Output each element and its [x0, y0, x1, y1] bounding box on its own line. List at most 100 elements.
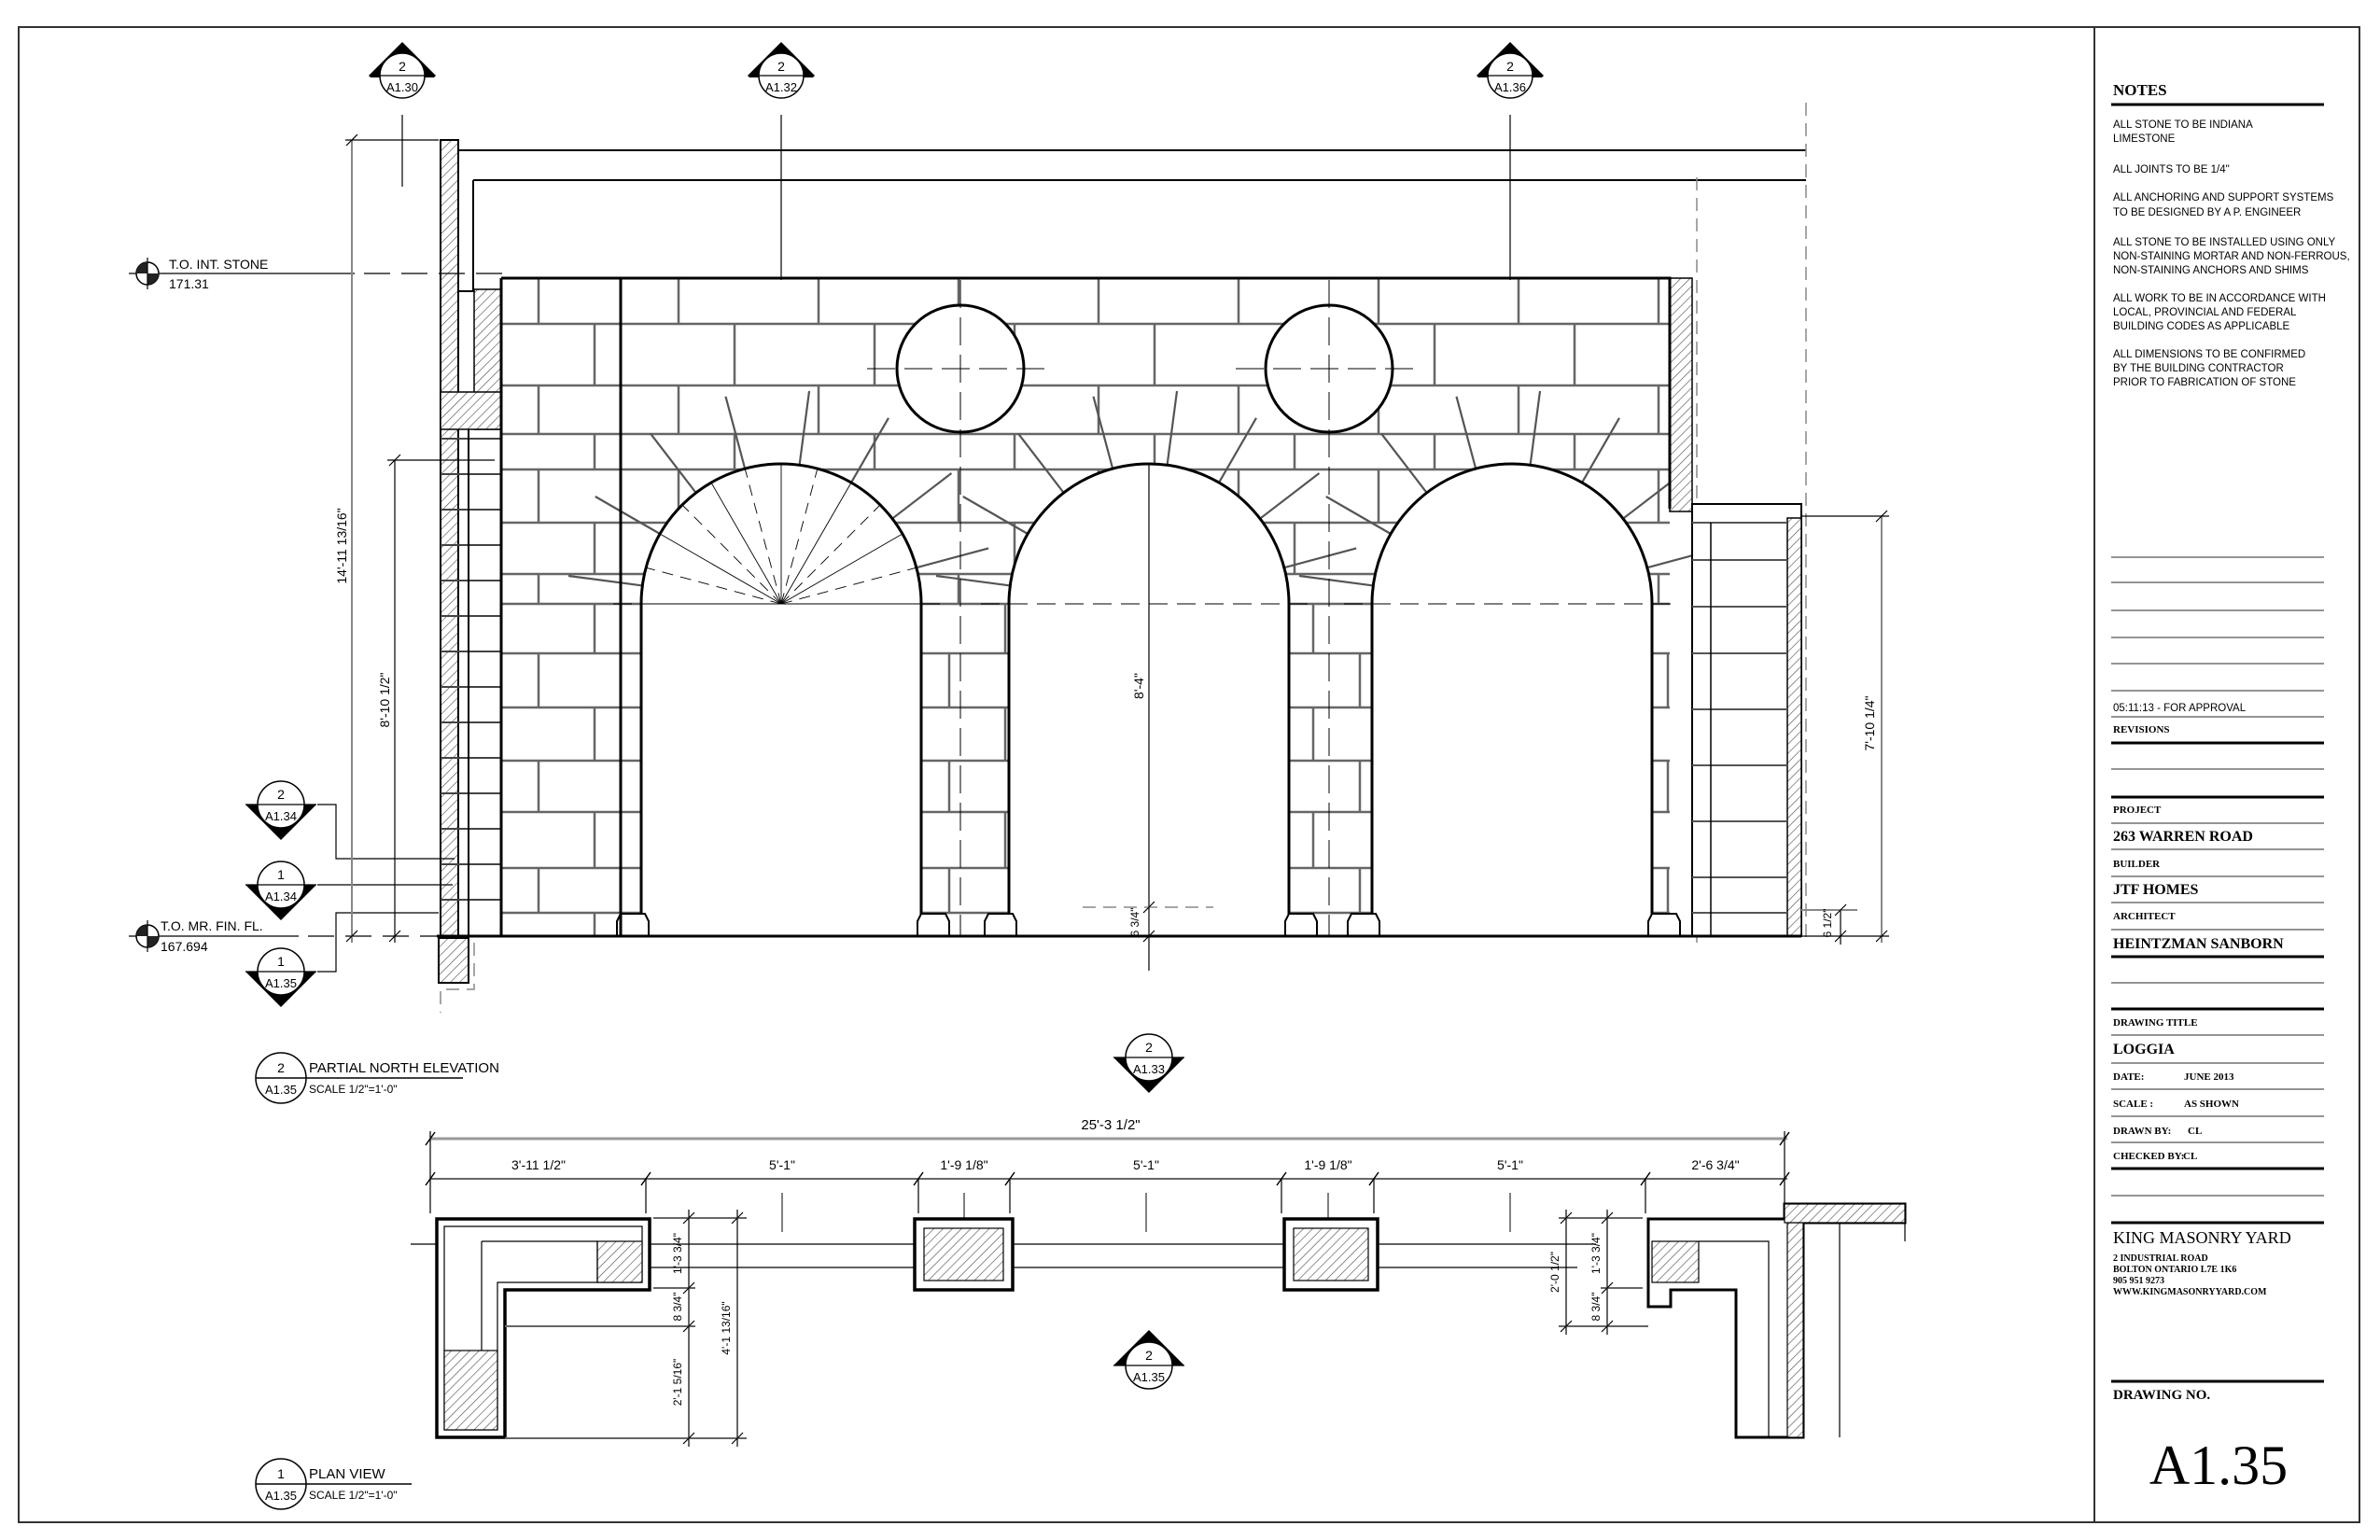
pier-plinth	[1347, 913, 1380, 936]
dimension-tick	[913, 1171, 924, 1186]
view-title: PLAN VIEW	[309, 1466, 386, 1482]
construction-line	[780, 504, 881, 605]
plan-left-corner	[435, 1217, 651, 1439]
marker-sheet: A1.35	[1133, 1370, 1165, 1384]
section-marker[interactable]: 1 A1.35	[245, 947, 316, 1007]
note-line: ALL JOINTS TO BE 1/4"	[2113, 164, 2230, 175]
arch-opening	[639, 462, 923, 938]
voussoir-joint	[1325, 496, 1392, 535]
construction-line	[780, 567, 917, 605]
checked-by-label: CHECKED BY:	[2113, 1151, 2184, 1162]
architect-label: ARCHITECT	[2113, 911, 2176, 922]
voussoir-joint	[891, 472, 953, 520]
dimension-tick	[1276, 1171, 1287, 1186]
section-marker[interactable]: 2 A1.30	[369, 42, 436, 115]
dimension-tick	[1779, 1131, 1790, 1146]
pier-plinth	[616, 913, 650, 936]
view-sheet: A1.35	[265, 1083, 297, 1097]
marker-number: 2	[1145, 1040, 1153, 1055]
voussoir-joint	[962, 496, 1029, 535]
dimension-tick	[425, 1131, 436, 1146]
pier-plinth	[1284, 913, 1318, 936]
note-line: ALL STONE TO BE INDIANA	[2113, 119, 2253, 131]
voussoir-joint	[1455, 396, 1477, 469]
section-marker[interactable]: 2 A1.32	[748, 42, 815, 115]
dimension-segment: 5'-1"	[1497, 1157, 1523, 1172]
drawing-number: A1.35	[2149, 1435, 2288, 1496]
company-city: BOLTON ONTARIO L7E 1K6	[2113, 1265, 2236, 1275]
marker-number: 2	[277, 787, 285, 802]
title-block: NOTES ALL STONE TO BE INDIANA LIMESTONE …	[2111, 81, 2350, 1496]
view-title: PARTIAL NORTH ELEVATION	[309, 1060, 499, 1076]
right-return-courses	[1692, 522, 1787, 936]
section-marker[interactable]: 1 A1.34	[245, 861, 316, 920]
partial-north-elevation: T.O. INT. STONE 171.31 T.O. MR. FIN. FL.…	[129, 42, 1889, 1104]
marker-number: 1	[277, 867, 285, 882]
checked-by-value: CL	[2183, 1151, 2197, 1162]
plan-pier	[1282, 1217, 1379, 1292]
marker-number: 2	[399, 59, 406, 74]
voussoir-joint	[798, 390, 811, 466]
dimension-arch-spring: 8'-10 1/2"	[377, 672, 392, 727]
dimension-base-center: 6 3/4"	[1128, 908, 1141, 937]
marker-sheet: A1.36	[1494, 80, 1526, 94]
plan-vertical-dimensions: 1'-3 3/4" 8 3/4" 2'-1 5/16" 4'-1 13/16" …	[505, 1210, 1648, 1447]
voussoir-joint	[1529, 390, 1542, 466]
pier-plinth	[984, 913, 1017, 936]
note-line: LIMESTONE	[2113, 133, 2176, 145]
left-jamb-section	[440, 139, 459, 939]
section-marker[interactable]: 2 A1.33	[1113, 1033, 1184, 1093]
drawing-title-value: LOGGIA	[2113, 1042, 2175, 1057]
footing-outline	[440, 943, 475, 1013]
dimension-left: 1'-3 3/4"	[671, 1233, 684, 1274]
builder-value: JTF HOMES	[2113, 882, 2199, 898]
marker-number: 1	[277, 954, 285, 969]
dimension-right: 8 3/4"	[1589, 1293, 1603, 1322]
date-value: JUNE 2013	[2184, 1071, 2234, 1083]
dimension-right: 1'-3 3/4"	[1589, 1233, 1603, 1274]
datum-value: 167.694	[161, 939, 208, 954]
view-scale: SCALE 1/2"=1'-0"	[309, 1083, 398, 1096]
view-scale: SCALE 1/2"=1'-0"	[309, 1489, 398, 1502]
dimension-tick	[1640, 1171, 1651, 1186]
voussoir-joint	[935, 574, 1011, 587]
marker-sheet: A1.34	[265, 809, 297, 823]
view-number: 2	[277, 1060, 285, 1075]
drawing-title-label: DRAWING TITLE	[2113, 1017, 2198, 1029]
construction-line	[780, 533, 903, 605]
plan-pier	[913, 1217, 1015, 1292]
voussoir-joint	[1298, 574, 1374, 587]
revisions-label: REVISIONS	[2113, 724, 2170, 735]
marker-number: 2	[777, 59, 785, 74]
dimension-tick	[1368, 1171, 1379, 1186]
pier-plinth	[917, 913, 950, 936]
marker-sheet: A1.30	[386, 80, 418, 94]
date-label: DATE:	[2113, 1071, 2144, 1083]
dimension-segment: 5'-1"	[769, 1157, 795, 1172]
dimension-segment: 5'-1"	[1133, 1157, 1159, 1172]
dimension-overall-height: 14'-11 13/16"	[334, 508, 349, 583]
datum-top-of-finished-floor: T.O. MR. FIN. FL. 167.694	[129, 918, 437, 954]
plan-title: 1 A1.35 PLAN VIEW SCALE 1/2"=1'-0"	[255, 1458, 412, 1510]
company-phone: 905 951 9273	[2113, 1276, 2164, 1286]
section-marker[interactable]: 2 A1.35	[1113, 1330, 1184, 1390]
notes-list: ALL STONE TO BE INDIANA LIMESTONE ALL JO…	[2113, 119, 2350, 388]
voussoir-joint	[595, 496, 661, 535]
marker-sheet: A1.33	[1133, 1062, 1165, 1076]
section-marker[interactable]: 2 A1.34	[245, 780, 316, 840]
construction-line	[780, 468, 819, 605]
elevation-title: 2 A1.35 PARTIAL NORTH ELEVATION SCALE 1/…	[255, 1052, 499, 1104]
drawn-by-label: DRAWN BY:	[2113, 1126, 2171, 1137]
drawn-by-value: CL	[2188, 1126, 2202, 1137]
view-number: 1	[277, 1466, 285, 1481]
voussoir-joint	[1380, 432, 1428, 494]
datum-top-of-interior-stone: T.O. INT. STONE 171.31	[129, 257, 504, 291]
voussoir-joint	[724, 396, 747, 469]
project-value: 263 WARREN ROAD	[2113, 829, 2253, 845]
note-line: NON-STAINING MORTAR AND NON-FERROUS,	[2113, 251, 2350, 262]
arch-opening	[1370, 462, 1654, 938]
pier-plinth	[1647, 913, 1681, 936]
construction-line	[659, 533, 782, 605]
section-marker[interactable]: 2 A1.36	[1477, 42, 1544, 115]
